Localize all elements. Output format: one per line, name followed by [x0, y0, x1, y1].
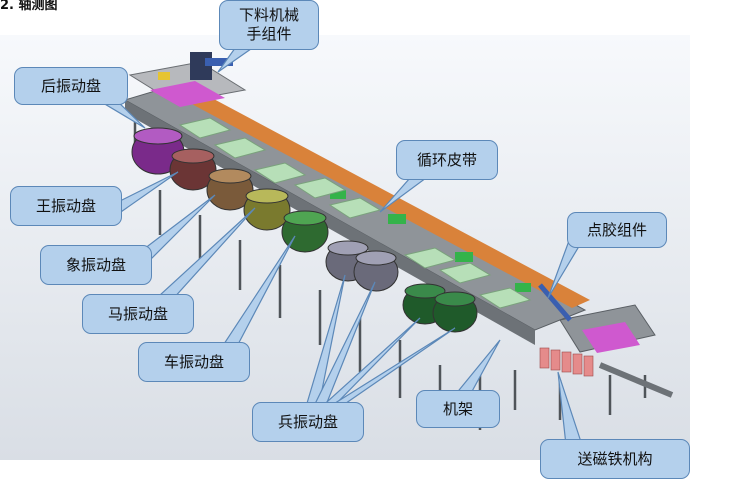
robot-yellow-part — [158, 72, 170, 80]
glue-arm — [538, 283, 572, 322]
transfer-mechanisms — [178, 117, 532, 309]
robot-arm — [205, 58, 233, 66]
label-horse-feeder: 马振动盘 — [82, 294, 194, 334]
king-feeder-bowl — [169, 148, 217, 191]
label-glue-unit: 点胶组件 — [567, 212, 667, 248]
conveyor-belt-strip — [175, 89, 590, 308]
magnet-feed-stack — [539, 347, 594, 377]
label-unload-robot: 下料机械 手组件 — [219, 0, 319, 50]
elephant-feeder-bowl — [206, 168, 254, 211]
outfeed-rail — [598, 362, 674, 398]
feeder-bowls — [131, 127, 478, 333]
main-frame-side — [125, 100, 535, 345]
label-king-feeder: 王振动盘 — [10, 186, 122, 226]
label-elephant-feeder: 象振动盘 — [40, 245, 152, 285]
label-magnet-feed: 送磁铁机构 — [540, 439, 690, 479]
rear-pink-panel — [150, 81, 225, 107]
front-pink-panel — [582, 322, 640, 353]
page-heading: 2. 轴测图 — [0, 0, 58, 13]
soldier-feeder-bowl-2 — [353, 250, 399, 292]
label-frame: 机架 — [416, 390, 500, 428]
chariot-feeder-bowl — [281, 210, 329, 253]
label-rear-feeder: 后振动盘 — [14, 67, 128, 105]
label-soldier-feeder: 兵振动盘 — [252, 402, 364, 442]
horse-feeder-bowl — [243, 188, 291, 231]
soldier-feeder-bowl-4 — [432, 291, 478, 333]
label-chariot-feeder: 车振动盘 — [138, 342, 250, 382]
label-conveyor-belt: 循环皮带 — [396, 140, 498, 180]
belt-green-blocks — [330, 190, 531, 292]
